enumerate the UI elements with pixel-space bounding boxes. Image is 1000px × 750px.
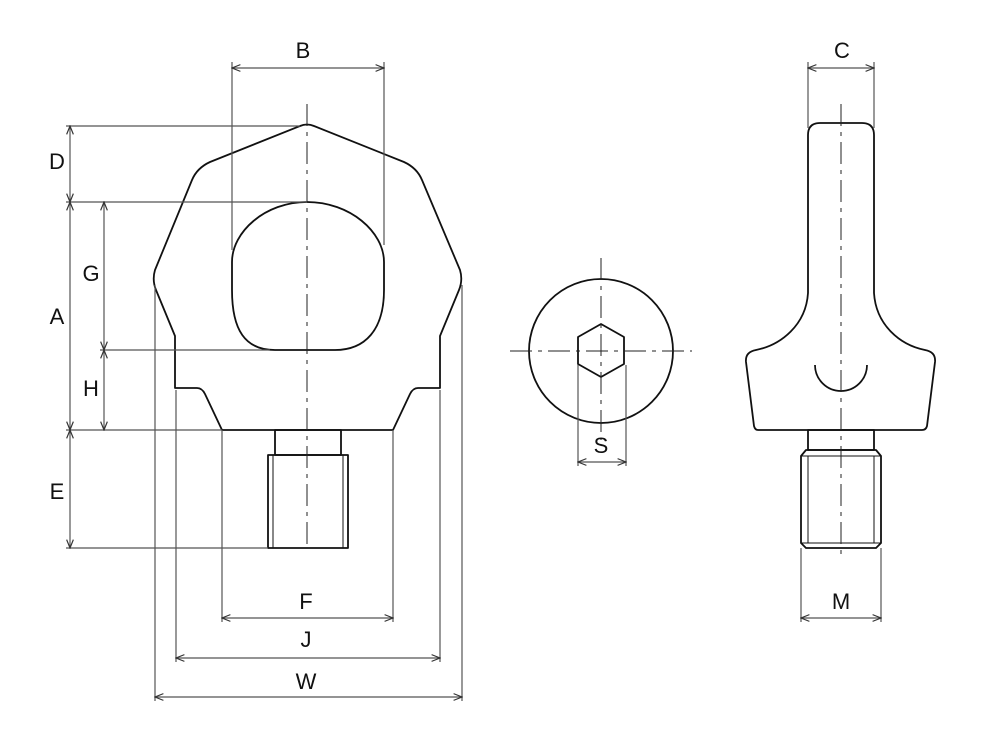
side-body-outline [745, 122, 936, 431]
label-h: H [83, 376, 99, 401]
label-f: F [299, 589, 312, 614]
label-j: J [301, 627, 312, 652]
label-e: E [50, 479, 65, 504]
label-b: B [296, 38, 311, 63]
label-g: G [82, 261, 99, 286]
extension-lines [66, 62, 463, 701]
top-view: S [510, 258, 692, 466]
label-s: S [594, 433, 609, 458]
label-a: A [50, 304, 65, 329]
label-c: C [834, 38, 850, 63]
side-view: C M [745, 38, 936, 622]
bolt-neck [274, 429, 342, 456]
label-d: D [49, 149, 65, 174]
bolt-thread [267, 454, 349, 549]
label-m: M [832, 589, 850, 614]
label-w: W [296, 669, 317, 694]
side-bolt-thread [800, 449, 882, 549]
ring-body-outline [152, 123, 463, 431]
ring-hole [231, 201, 385, 351]
front-view: B D A G H E F J W [49, 38, 462, 701]
